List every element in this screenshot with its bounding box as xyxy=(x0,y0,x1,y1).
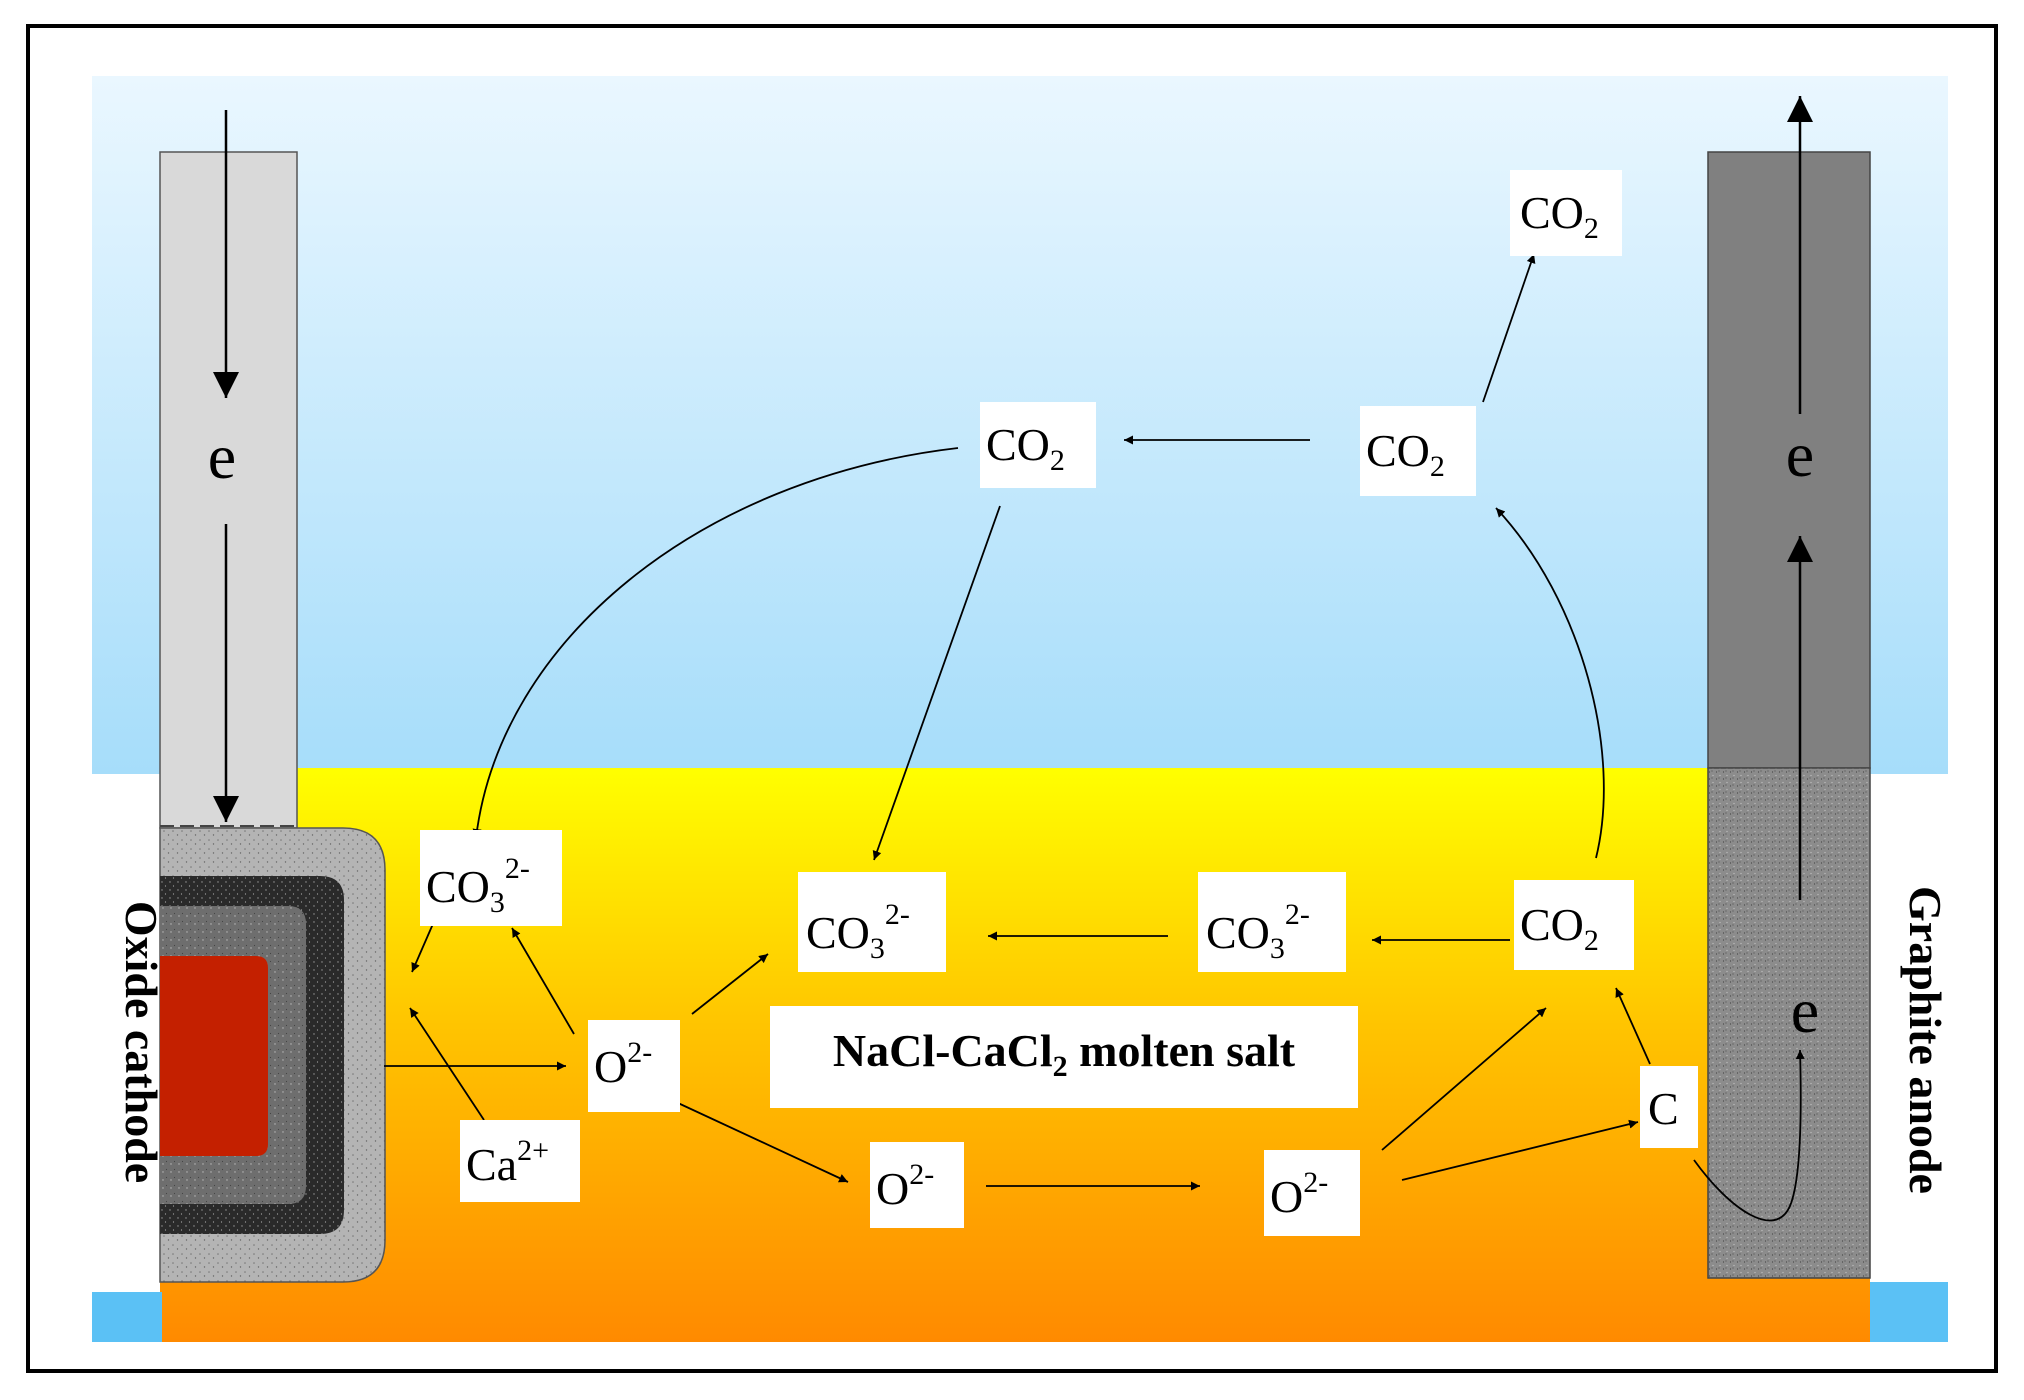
species-co3-center: CO32- xyxy=(798,872,946,972)
anode-submerged xyxy=(1707,767,1871,1279)
species-oxide-ion-bottom-right: O2- xyxy=(1264,1150,1360,1236)
species-co2-top: CO2 xyxy=(1510,170,1622,256)
cathode-oxide-core xyxy=(160,956,268,1156)
electron-label-anode-top: e xyxy=(1786,419,1814,490)
svg-text:CO32-: CO32- xyxy=(1206,898,1310,965)
species-co3-right: CO32- xyxy=(1198,872,1346,972)
species-oxide-ion-bottom-left: O2- xyxy=(870,1142,964,1228)
anode-side-strip xyxy=(1870,774,1948,1282)
electron-flow-arrows xyxy=(213,96,1813,900)
svg-text:Ca2+: Ca2+ xyxy=(466,1134,549,1190)
species-calcium-ion: Ca2+ xyxy=(460,1120,580,1202)
svg-text:O2-: O2- xyxy=(876,1158,934,1214)
svg-text:CO2: CO2 xyxy=(1520,187,1599,245)
anode-label: Graphite anode xyxy=(1900,886,1951,1194)
crucible-edge-right xyxy=(1870,1282,1948,1342)
cathode-rod xyxy=(159,151,298,829)
crucible-edge-left xyxy=(92,1292,162,1342)
species-carbon: C xyxy=(1640,1066,1698,1148)
species-co2-upper-right: CO2 xyxy=(1360,406,1476,496)
reaction-arrows xyxy=(384,253,1805,1222)
svg-text:CO2: CO2 xyxy=(1366,425,1445,483)
species-co2-salt: CO2 xyxy=(1514,880,1634,970)
electron-label-anode-bottom: e xyxy=(1791,975,1819,1046)
svg-text:C: C xyxy=(1648,1083,1679,1134)
electron-label-cathode: e xyxy=(208,421,236,492)
molten-salt-label: NaCl-CaCl2 molten salt xyxy=(770,1006,1358,1108)
svg-text:CO2: CO2 xyxy=(986,419,1065,477)
svg-text:O2-: O2- xyxy=(594,1036,652,1092)
svg-text:CO2: CO2 xyxy=(1520,899,1599,957)
svg-text:NaCl-CaCl2 molten salt: NaCl-CaCl2 molten salt xyxy=(833,1025,1296,1083)
cathode-label: Oxide cathode xyxy=(116,901,167,1183)
anode-rod xyxy=(1707,151,1871,769)
species-co2-upper-left: CO2 xyxy=(980,402,1096,488)
svg-text:O2-: O2- xyxy=(1270,1166,1328,1222)
species-oxide-ion-cathode: O2- xyxy=(588,1020,680,1112)
cathode-side-strip xyxy=(92,792,160,1292)
svg-text:CO32-: CO32- xyxy=(426,852,530,919)
svg-text:CO32-: CO32- xyxy=(806,898,910,965)
species-co3-cathode: CO32- xyxy=(420,830,562,926)
